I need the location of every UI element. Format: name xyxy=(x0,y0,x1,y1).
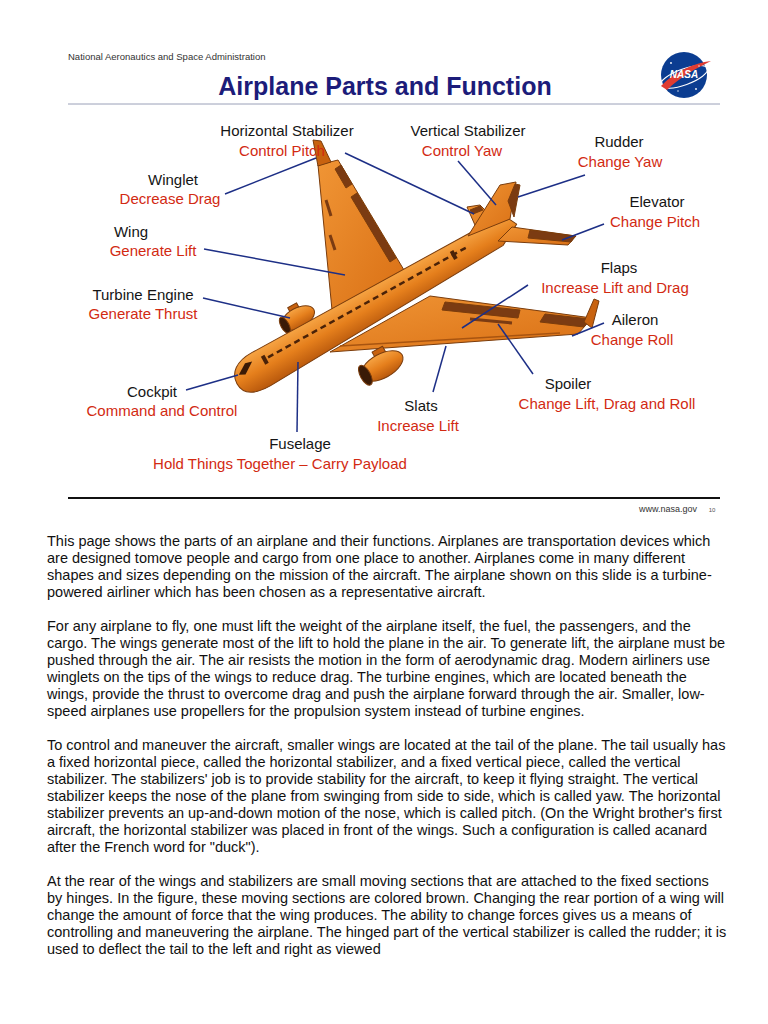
part-name: Vertical Stabilizer xyxy=(410,122,525,139)
header-rule xyxy=(68,104,720,105)
part-function: Decrease Drag xyxy=(120,190,221,207)
part-name: Flaps xyxy=(601,259,638,276)
part-name: Elevator xyxy=(629,193,684,210)
part-function: Control Yaw xyxy=(422,142,502,159)
part-name: Rudder xyxy=(594,133,643,150)
part-function: Generate Thrust xyxy=(89,305,198,322)
page-number: 10 xyxy=(709,507,716,514)
paragraph: For any airplane to fly, one must lift t… xyxy=(47,618,727,720)
paragraph: This page shows the parts of an airplane… xyxy=(47,533,727,601)
part-function: Hold Things Together – Carry Payload xyxy=(153,455,407,472)
part-name: Aileron xyxy=(612,311,659,328)
part-function: Command and Control xyxy=(87,402,238,419)
part-name: Spoiler xyxy=(545,375,592,392)
part-function: Change Yaw xyxy=(578,153,663,170)
part-name: Cockpit xyxy=(127,383,177,400)
part-name: Turbine Engine xyxy=(92,286,193,303)
agency-name: National Aeronautics and Space Administr… xyxy=(68,52,266,63)
logo-text: NASA xyxy=(670,69,698,81)
nasa-logo xyxy=(658,52,711,98)
paragraph: To control and maneuver the aircraft, sm… xyxy=(47,737,727,856)
part-name: Slats xyxy=(404,397,437,414)
footer-rule xyxy=(68,497,720,499)
paragraph: At the rear of the wings and stabilizers… xyxy=(47,873,727,958)
website-url: www.nasa.gov xyxy=(639,504,697,514)
part-function: Change Roll xyxy=(591,331,674,348)
part-function: Increase Lift and Drag xyxy=(541,279,689,296)
part-function: Change Pitch xyxy=(610,213,700,230)
page-title: Airplane Parts and Function xyxy=(218,73,551,101)
part-name: Winglet xyxy=(148,171,198,188)
part-name: Horizontal Stabilizer xyxy=(220,122,353,139)
part-function: Change Lift, Drag and Roll xyxy=(519,395,696,412)
part-name: Wing xyxy=(114,223,148,240)
body-text: This page shows the parts of an airplane… xyxy=(47,533,727,975)
part-function: Control Pitch xyxy=(239,142,325,159)
part-name: Fuselage xyxy=(269,435,331,452)
part-function: Increase Lift xyxy=(377,417,459,434)
part-function: Generate Lift xyxy=(110,242,197,259)
airplane xyxy=(227,140,599,399)
